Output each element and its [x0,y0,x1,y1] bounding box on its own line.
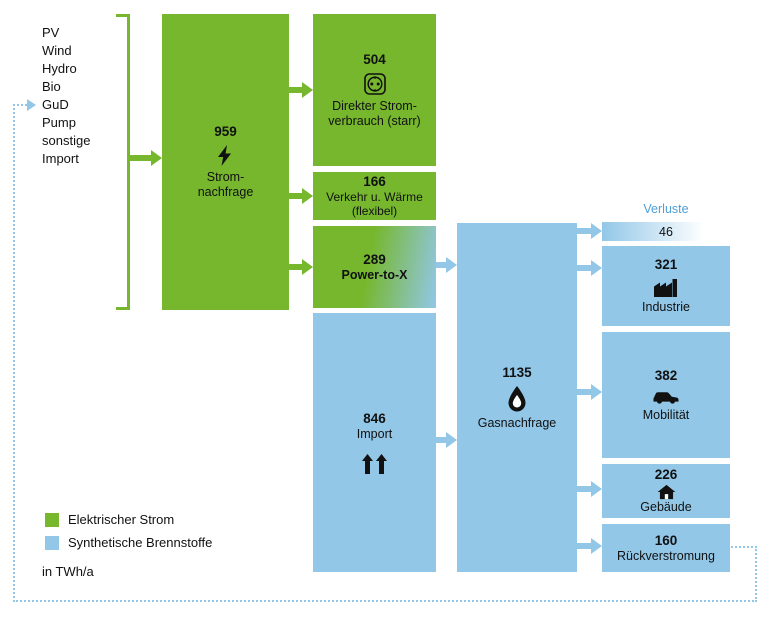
arrow-gas-to-industrie [577,260,602,276]
arrow-sources-to-stromnachfrage [130,150,162,166]
node-industrie: 321 Industrie [602,246,730,326]
rueckverstromung-value: 160 [654,532,678,548]
arrow-strom-to-power-to-x [286,259,313,275]
gas-flame-icon [507,385,527,412]
source-bracket-bottom-tick [116,307,128,310]
verluste-value: 46 [659,224,673,239]
recycle-loop-segment-bottom [13,600,757,602]
arrow-gas-to-verluste [577,223,602,239]
node-verluste: 46 [602,222,730,241]
source-item-wind: Wind [42,43,72,58]
power-to-x-value: 289 [363,251,386,267]
arrow-gas-to-mobilitaet [577,384,602,400]
legend: Elektrischer Strom Synthetische Brennsto… [45,512,212,558]
source-list: PV Wind Hydro Bio GuD Pump sonstige Impo… [42,24,90,168]
verkehr-waerme-value: 166 [363,173,386,189]
recycle-loop-segment-into-gud [13,104,27,106]
legend-swatch-electric [45,512,59,527]
gebaeude-value: 226 [654,467,678,483]
arrow-strom-to-verkehr-waerme [286,188,313,204]
house-icon [657,484,676,500]
gebaeude-label: Gebäude [640,500,692,515]
node-verkehr-waerme: 166 Verkehr u. Wärme (flexibel) [313,172,436,220]
legend-label-synthetic: Synthetische Brennstoffe [68,535,213,550]
car-icon [652,389,680,404]
source-item-import: Import [42,151,79,166]
arrow-gas-to-gebaeude [577,481,602,497]
node-gasnachfrage: 1135 Gasnachfrage [457,223,577,572]
arrow-gas-to-rueckverstromung [577,538,602,554]
lightning-icon [218,145,233,167]
source-bracket-top-tick [116,14,128,17]
legend-item-synthetic: Synthetische Brennstoffe [45,535,212,550]
import-label: Import [356,427,393,442]
factory-icon [653,276,679,298]
industrie-value: 321 [654,257,678,273]
recycle-loop-arrowhead-icon [27,99,36,111]
arrow-import-to-gas [436,432,457,448]
source-item-gud: GuD [42,97,69,112]
double-up-arrows-icon [362,453,387,474]
source-bracket [127,14,130,310]
node-power-to-x: 289 Power-to-X [313,226,436,308]
power-to-x-label: Power-to-X [341,267,408,282]
node-stromnachfrage: 959 Strom- nachfrage [162,14,289,310]
legend-swatch-synthetic [45,535,59,550]
import-value: 846 [363,411,386,427]
mobilitaet-value: 382 [654,367,678,383]
node-mobilitaet: 382 Mobilität [602,332,730,458]
unit-label: in TWh/a [42,564,94,579]
power-outlet-icon [363,73,386,95]
recycle-loop-segment-right-vertical [755,546,757,602]
legend-item-electric: Elektrischer Strom [45,512,212,527]
rueckverstromung-label: Rückverstromung [617,548,715,563]
node-rueckverstromung: 160 Rückverstromung [602,524,730,572]
source-item-bio: Bio [42,79,61,94]
verluste-label: Verluste [643,202,689,216]
arrow-power-to-x-to-gas [436,257,457,273]
source-item-hydro: Hydro [42,61,77,76]
node-direkter-stromverbrauch: 504 Direkter Strom- verbrauch (starr) [313,14,436,166]
source-item-sonstige: sonstige [42,133,91,148]
source-item-pv: PV [42,25,60,40]
direktverbrauch-label: Direkter Strom- verbrauch (starr) [328,98,421,128]
arrow-strom-to-direktverbrauch [286,82,313,98]
source-item-pump: Pump [42,115,76,130]
stromnachfrage-value: 959 [214,124,237,140]
node-import: 846 Import [313,313,436,572]
recycle-loop-segment-left-vertical [13,104,15,602]
mobilitaet-label: Mobilität [642,407,690,422]
legend-label-electric: Elektrischer Strom [68,512,175,527]
recycle-loop-segment-right-horizontal [731,546,757,548]
node-gebaeude: 226 Gebäude [602,464,730,518]
gasnachfrage-value: 1135 [502,364,532,380]
gasnachfrage-label: Gasnachfrage [477,415,557,430]
stromnachfrage-label: Strom- nachfrage [197,170,254,200]
industrie-label: Industrie [642,300,690,315]
verkehr-waerme-label: Verkehr u. Wärme (flexibel) [326,189,423,219]
direktverbrauch-value: 504 [363,51,386,67]
